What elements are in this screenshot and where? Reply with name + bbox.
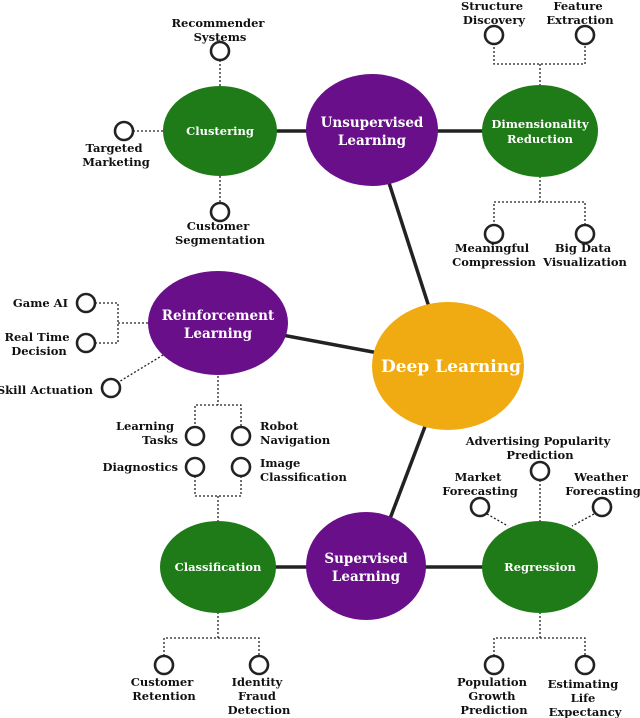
deep-learning-node: Deep Learning [372, 302, 524, 430]
meaningful-compression-circle [483, 223, 505, 245]
structure-discovery-label: Structure Discovery [461, 0, 527, 27]
real-time-decision-label: Real Time Decision [4, 330, 73, 358]
reinforcement-learning-node: Reinforcement Learning [148, 271, 288, 375]
edge-classification-top [194, 476, 242, 522]
weather-forecasting-circle [591, 496, 613, 518]
unsupervised-label-line1: Unsupervised [321, 115, 424, 131]
estimating-life-circle [574, 654, 596, 676]
meaningful-compression-label: Meaningful Compression [452, 241, 536, 269]
image-classification-label: Image Classification [260, 456, 347, 484]
identity-fraud-detection-circle [248, 654, 270, 676]
unsupervised-learning-node: Unsupervised Learning [306, 74, 438, 186]
classification-node: Classification [160, 521, 276, 613]
population-growth-circle [483, 654, 505, 676]
structure-discovery-circle [483, 24, 505, 46]
game-ai-label: Game AI [13, 296, 68, 310]
advertising-popularity-circle [529, 460, 551, 482]
robot-navigation-label: Robot Navigation [260, 419, 331, 447]
targeted-marketing-label: Targeted Marketing [82, 141, 150, 169]
dimensionality-reduction-node: Dimensionality Reduction [482, 85, 598, 177]
reinforcement-label-line1: Reinforcement [162, 308, 275, 324]
advertising-popularity-label: Advertising Popularity Prediction [465, 434, 615, 462]
customer-segmentation-label: Customer Segmentation [175, 219, 266, 247]
big-data-visualization-label: Big Data Visualization [542, 241, 627, 269]
supervised-learning-node: Supervised Learning [306, 512, 426, 620]
edge-dimensionality-top [493, 43, 586, 88]
dimensionality-label-line1: Dimensionality [491, 117, 589, 131]
edge-classification-bottom [163, 612, 260, 656]
diagnostics-label: Diagnostics [103, 460, 179, 474]
edge-dimensionality-bottom [493, 176, 586, 226]
population-growth-label: Population Growth Prediction [457, 675, 531, 717]
learning-tasks-circle [184, 425, 206, 447]
customer-segmentation-circle [209, 201, 231, 223]
weather-forecasting-label: Weather Forecasting [565, 470, 640, 498]
classification-label: Classification [175, 560, 262, 574]
skill-actuation-circle [100, 377, 122, 399]
supervised-label-line1: Supervised [324, 551, 408, 567]
customer-retention-label: Customer Retention [131, 675, 198, 703]
estimating-life-label: Estimating Life Expectancy [548, 677, 623, 718]
skill-actuation-label: Skill Actuation [0, 383, 94, 397]
feature-extraction-label: Feature Extraction [546, 0, 614, 27]
market-forecasting-circle [469, 496, 491, 518]
diagnostics-circle [184, 456, 206, 478]
game-ai-circle [75, 292, 97, 314]
unsupervised-label-line2: Learning [338, 133, 407, 149]
edge-reinforcement-left [95, 302, 150, 344]
big-data-visualization-circle [574, 223, 596, 245]
identity-fraud-detection-label: Identity Fraud Detection [228, 675, 291, 717]
reinforcement-label-line2: Learning [184, 326, 253, 342]
edge-regression-bottom [493, 612, 586, 656]
deep-learning-label: Deep Learning [381, 357, 521, 377]
edge-regression-market [486, 513, 509, 527]
learning-tasks-label: Learning Tasks [116, 419, 178, 447]
dimensionality-label-line2: Reduction [507, 132, 574, 146]
edge-reinforcement-skill [116, 351, 169, 384]
supervised-label-line2: Learning [332, 569, 401, 585]
clustering-node: Clustering [163, 86, 277, 176]
leaf-circles [75, 24, 613, 676]
targeted-marketing-circle [113, 120, 135, 142]
robot-navigation-circle [230, 425, 252, 447]
customer-retention-circle [153, 654, 175, 676]
feature-extraction-circle [574, 24, 596, 46]
real-time-decision-circle [75, 332, 97, 354]
regression-label: Regression [504, 560, 576, 574]
market-forecasting-label: Market Forecasting [442, 470, 518, 498]
leaf-connectors [95, 43, 595, 656]
recommender-systems-label: Recommender Systems [172, 16, 269, 44]
regression-node: Regression [482, 521, 598, 613]
recommender-systems-circle [209, 40, 231, 62]
edge-reinforcement-bottom [194, 372, 242, 428]
clustering-label: Clustering [186, 124, 254, 138]
edge-regression-weather [571, 513, 595, 527]
image-classification-circle [230, 456, 252, 478]
